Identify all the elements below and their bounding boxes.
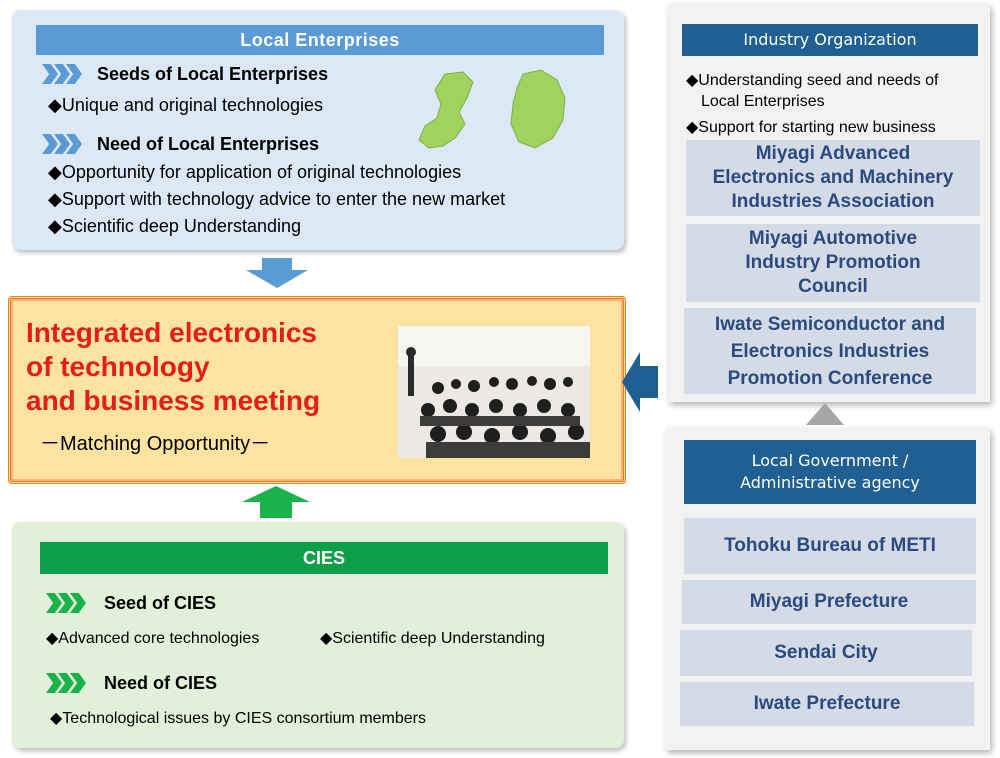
seeds-item: ◆Unique and original technologies — [48, 95, 324, 115]
left-arrow-icon — [622, 352, 658, 412]
org-name-line: Electronics and Machinery — [712, 167, 954, 188]
cies-need-heading: Need of CIES — [104, 673, 218, 693]
org-name-line: Industry Promotion — [745, 252, 921, 273]
org-name-line: Miyagi Automotive — [748, 228, 918, 249]
needs-item: ◆Opportunity for application of original… — [48, 162, 462, 182]
meeting-title-line: of technology — [26, 351, 210, 382]
cies-seed-item: ◆Scientific deep Understanding — [320, 630, 545, 647]
agency-tohoku-bureau: Tohoku Bureau of METI — [684, 518, 976, 574]
local-government-title: Local Government / Administrative agency — [684, 440, 976, 504]
meeting-title-line: Integrated electronics — [26, 317, 317, 348]
chevron-right-icon — [42, 134, 82, 154]
org-name-line: Industries Association — [731, 191, 935, 212]
meeting-title: Integrated electronics of technology and… — [26, 316, 396, 418]
agency-miyagi-prefecture: Miyagi Prefecture — [682, 580, 976, 624]
down-arrow-icon — [246, 258, 308, 288]
industry-bullet: Local Enterprises — [701, 93, 825, 110]
org-name-line: Iwate Semiconductor and — [714, 313, 946, 335]
needs-item: ◆Support with technology advice to enter… — [48, 189, 506, 209]
needs-heading: Need of Local Enterprises — [97, 134, 320, 154]
gov-title-line: Local Government / — [751, 451, 909, 470]
cies-need-item: ◆Technological issues by CIES consortium… — [50, 710, 427, 727]
local-enterprises-title: Local Enterprises — [36, 25, 604, 55]
meeting-subtitle: －Matching Opportunity－ — [40, 433, 271, 455]
cies-seed-heading: Seed of CIES — [104, 593, 217, 613]
org-name-line: Electronics Industries — [730, 340, 930, 362]
org-iwate-semiconductor: Iwate Semiconductor and Electronics Indu… — [684, 308, 976, 394]
chevron-right-icon — [46, 673, 86, 693]
chevron-right-icon — [46, 593, 86, 613]
up-triangle-icon — [806, 403, 844, 425]
industry-bullet: ◆Support for starting new business — [686, 119, 936, 136]
up-arrow-icon — [242, 486, 310, 518]
chevron-right-icon — [42, 64, 82, 84]
cies-seed-item: ◆Advanced core technologies — [46, 630, 260, 647]
meeting-title-line: and business meeting — [26, 385, 321, 416]
industry-organization-title: Industry Organization — [682, 24, 978, 56]
seeds-heading: Seeds of Local Enterprises — [97, 64, 329, 84]
org-miyagi-automotive: Miyagi Automotive Industry Promotion Cou… — [686, 224, 980, 302]
org-name-line: Miyagi Advanced — [755, 143, 911, 164]
needs-item: ◆Scientific deep Understanding — [48, 216, 301, 236]
org-name-line: Promotion Conference — [727, 367, 933, 389]
org-name-line: Council — [798, 276, 868, 297]
meeting-photo — [398, 326, 590, 458]
gov-title-line: Administrative agency — [740, 473, 920, 492]
cies-title: CIES — [40, 542, 608, 574]
agency-iwate-prefecture: Iwate Prefecture — [680, 682, 974, 726]
prefecture-map-icon — [418, 69, 566, 149]
org-miyagi-advanced-electronics: Miyagi Advanced Electronics and Machiner… — [686, 140, 980, 216]
agency-sendai-city: Sendai City — [680, 630, 972, 676]
industry-bullet: ◆Understanding seed and needs of — [686, 72, 939, 89]
